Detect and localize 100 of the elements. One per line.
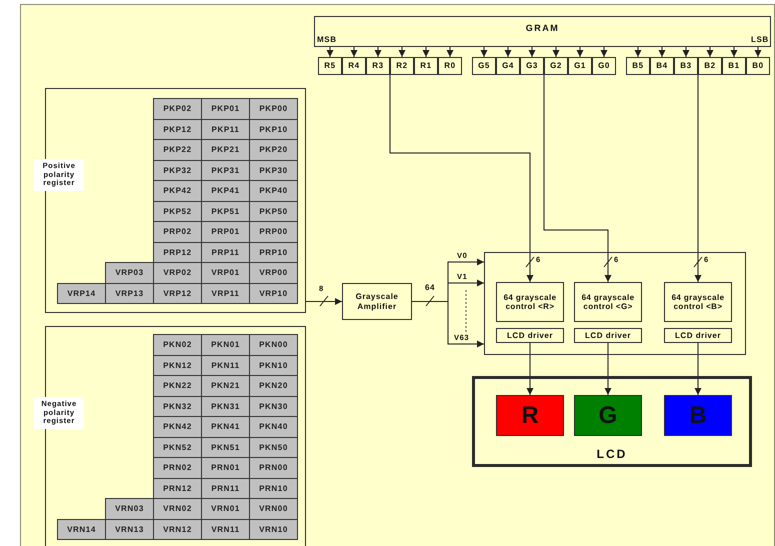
arrow xyxy=(706,46,714,58)
arrow xyxy=(526,342,534,396)
bit-cell: G2 xyxy=(544,57,568,75)
register-cell: VRN03 xyxy=(105,498,154,520)
register-cell: VRN01 xyxy=(201,498,250,520)
register-cell: PRP02 xyxy=(153,221,202,242)
register-cell: PKN01 xyxy=(201,334,250,356)
register-cell: PKN20 xyxy=(249,375,298,396)
bit-cell: R3 xyxy=(366,57,390,75)
register-cell: PRN02 xyxy=(153,457,202,478)
control-block: 64 grayscale control <R> xyxy=(496,282,564,322)
bit-cell: B1 xyxy=(722,57,746,75)
arrow xyxy=(528,46,536,58)
bit-order-label: LSB xyxy=(750,36,770,45)
register-cell: PKP50 xyxy=(249,200,298,222)
register-cell: PKN30 xyxy=(249,396,298,417)
register-cell: VRP02 xyxy=(153,262,202,284)
arrow xyxy=(754,46,762,58)
register-cell: PKP42 xyxy=(153,180,202,202)
arrow xyxy=(544,74,612,282)
arrow xyxy=(552,46,560,58)
register-cell: PKP01 xyxy=(201,98,250,120)
bit-cell: G5 xyxy=(472,57,496,75)
driver-block: LCD driver xyxy=(664,328,732,343)
arrow xyxy=(398,46,406,58)
module-frame xyxy=(484,252,746,355)
register-cell: PKN21 xyxy=(201,375,250,396)
register-cell: VRN12 xyxy=(153,518,202,540)
arrow xyxy=(730,46,738,58)
arrow xyxy=(412,301,484,348)
arrow xyxy=(658,46,666,58)
arrow xyxy=(326,46,334,58)
control-block: 64 grayscale control <G> xyxy=(574,282,642,322)
register-cell: VRP14 xyxy=(57,282,106,304)
bit-cell: B0 xyxy=(746,57,770,75)
register-cell: PRP00 xyxy=(249,221,298,242)
bit-cell: G3 xyxy=(520,57,544,75)
register-cell: PKP21 xyxy=(201,139,250,160)
register-cell: PKN40 xyxy=(249,416,298,438)
arrow xyxy=(682,46,690,58)
register-cell: PKN50 xyxy=(249,436,298,458)
register-cell: PKP40 xyxy=(249,180,298,202)
arrow xyxy=(422,46,430,58)
subpixel-block: G xyxy=(574,395,642,436)
bus-width-label: 64 xyxy=(424,284,436,293)
bit-cell: R5 xyxy=(318,57,342,75)
register-cell: PKN22 xyxy=(153,375,202,396)
register-cell: VRP13 xyxy=(105,282,154,304)
bit-cell: G1 xyxy=(568,57,592,75)
register-cell: PRN10 xyxy=(249,478,298,499)
arrow xyxy=(504,46,512,58)
bit-cell: R2 xyxy=(390,57,414,75)
register-cell: VRN13 xyxy=(105,518,154,540)
register-cell: PKN41 xyxy=(201,416,250,438)
bit-cell: B5 xyxy=(626,57,650,75)
arrow xyxy=(480,46,488,58)
bit-cell: G0 xyxy=(592,57,616,75)
arrow xyxy=(390,74,534,282)
register-cell: VRN14 xyxy=(57,518,106,540)
arrow xyxy=(306,298,342,305)
arrow xyxy=(576,46,584,58)
driver-block: LCD driver xyxy=(574,328,642,343)
register-cell: VRN00 xyxy=(249,498,298,520)
amplifier-block: Grayscale Amplifier xyxy=(342,283,412,320)
register-cell: PKP02 xyxy=(153,98,202,120)
bit-cell: B2 xyxy=(698,57,722,75)
register-cell: VRP03 xyxy=(105,262,154,284)
arrow xyxy=(600,46,608,58)
subpixel-block: B xyxy=(664,395,732,436)
driver-block: LCD driver xyxy=(496,328,564,343)
arrow xyxy=(694,74,702,282)
display-label: LCD xyxy=(596,446,628,463)
bit-cell: R1 xyxy=(414,57,438,75)
bit-cell: R4 xyxy=(342,57,366,75)
register-cell: VRN10 xyxy=(249,518,298,540)
register-cell: PRP01 xyxy=(201,221,250,242)
register-cell: VRP12 xyxy=(153,282,202,304)
register-cell: VRP10 xyxy=(249,282,298,304)
arrow xyxy=(350,46,358,58)
register-cell: PKP00 xyxy=(249,98,298,120)
arrow xyxy=(694,342,702,396)
subpixel-block: R xyxy=(496,395,564,436)
register-cell: VRN11 xyxy=(201,518,250,540)
register-cell: PKP20 xyxy=(249,139,298,160)
register-cell: VRP00 xyxy=(249,262,298,284)
bit-cell: G4 xyxy=(496,57,520,75)
register-cell: VRN02 xyxy=(153,498,202,520)
register-cell: PRN01 xyxy=(201,457,250,478)
register-cell: PRP10 xyxy=(249,242,298,263)
control-block: 64 grayscale control <B> xyxy=(664,282,732,322)
bit-cell: B4 xyxy=(650,57,674,75)
register-cell: VRP11 xyxy=(201,282,250,304)
register-cell: PKN42 xyxy=(153,416,202,438)
register-cell: PKP22 xyxy=(153,139,202,160)
bit-order-label: MSB xyxy=(316,36,338,45)
arrow xyxy=(634,46,642,58)
register-cell: PKP10 xyxy=(249,118,298,140)
display-panel xyxy=(472,376,752,467)
arrow xyxy=(446,46,454,58)
register-cell: PKP41 xyxy=(201,180,250,202)
